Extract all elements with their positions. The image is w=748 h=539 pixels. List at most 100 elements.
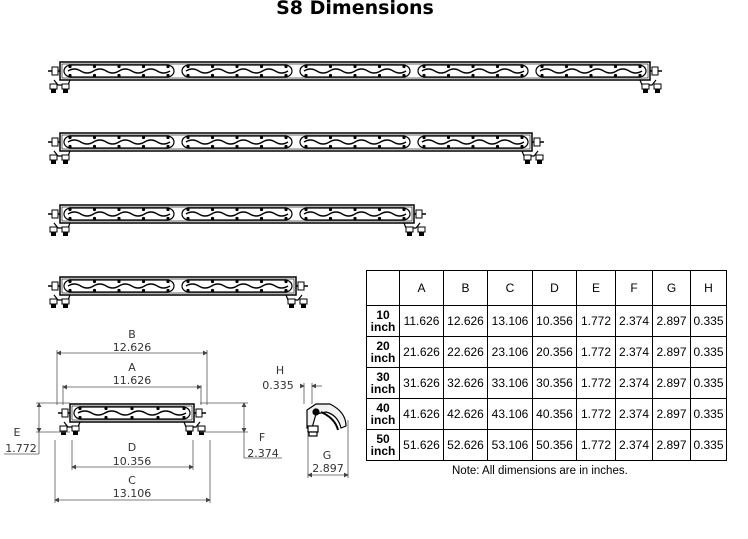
dimension-label-c: C 13.106	[113, 474, 152, 500]
size-value: 40	[376, 401, 390, 415]
value-cell: 52.626	[443, 429, 488, 461]
value-cell: 51.626	[399, 429, 444, 461]
value-cell: 11.626	[399, 305, 444, 337]
size-value: 20	[376, 339, 390, 353]
light-bar	[48, 204, 426, 236]
value-cell: 0.335	[690, 429, 727, 461]
header-e: E	[576, 270, 616, 306]
value-cell: 0.335	[690, 398, 727, 430]
dimension-label-g: G 2.897	[312, 449, 344, 475]
header-b: B	[443, 270, 488, 306]
size-unit: inch	[370, 444, 396, 458]
dim-letter-f: F	[259, 431, 265, 444]
dim-value-h: 0.335	[262, 379, 294, 392]
value-cell: 2.374	[615, 398, 653, 430]
size-value: 10	[376, 308, 390, 322]
value-cell: 22.626	[443, 336, 488, 368]
light-bar	[48, 61, 662, 93]
dim-letter-c: C	[128, 474, 136, 487]
size-value: 30	[376, 370, 390, 384]
value-cell: 30.356	[532, 367, 577, 399]
dim-value-c: 13.106	[113, 487, 152, 500]
value-cell: 12.626	[443, 305, 488, 337]
size-unit: inch	[370, 413, 396, 427]
header-c: C	[487, 270, 533, 306]
size-unit: inch	[370, 382, 396, 396]
dim-value-d: 10.356	[113, 455, 152, 468]
dim-letter-b: B	[128, 328, 136, 341]
dim-value-f: 2.374	[247, 447, 279, 460]
dim-value-a: 11.626	[113, 374, 152, 387]
value-cell: 2.374	[615, 305, 653, 337]
page-title: S8 Dimensions	[276, 0, 434, 19]
detail-light-bar	[58, 403, 206, 435]
dim-letter-e: E	[14, 426, 21, 439]
header-h: H	[690, 270, 727, 306]
dimension-label-d: D 10.356	[113, 441, 152, 468]
light-bar	[58, 403, 206, 435]
value-cell: 1.772	[576, 398, 616, 430]
dim-value-g: 2.897	[312, 462, 344, 475]
value-cell: 2.897	[652, 305, 691, 337]
value-cell: 0.335	[690, 305, 727, 337]
dimension-label-b: B 12.626	[113, 328, 152, 354]
header-f: F	[615, 270, 653, 306]
value-cell: 32.626	[443, 367, 488, 399]
value-cell: 2.897	[652, 336, 691, 368]
value-cell: 0.335	[690, 336, 727, 368]
value-cell: 31.626	[399, 367, 444, 399]
size-unit: inch	[370, 351, 396, 365]
value-cell: 42.626	[443, 398, 488, 430]
dim-value-b: 12.626	[113, 341, 152, 354]
value-cell: 1.772	[576, 367, 616, 399]
value-cell: 50.356	[532, 429, 577, 461]
value-cell: 13.106	[487, 305, 533, 337]
table-header-row: A B C D E F G H	[366, 270, 727, 306]
value-cell: 2.897	[652, 429, 691, 461]
value-cell: 20.356	[532, 336, 577, 368]
dim-letter-h: H	[276, 364, 284, 377]
dim-value-e: 1.772	[5, 442, 37, 455]
value-cell: 43.106	[487, 398, 533, 430]
header-g: G	[652, 270, 691, 306]
value-cell: 2.897	[652, 367, 691, 399]
header-d: D	[532, 270, 577, 306]
value-cell: 53.106	[487, 429, 533, 461]
value-cell: 23.106	[487, 336, 533, 368]
dimension-label-e: E 1.772	[5, 426, 37, 455]
value-cell: 1.772	[576, 429, 616, 461]
dim-letter-g: G	[323, 449, 332, 462]
dim-letter-a: A	[128, 361, 136, 374]
light-bars-layer	[48, 61, 662, 308]
value-cell: 10.356	[532, 305, 577, 337]
size-unit: inch	[370, 320, 396, 334]
value-cell: 33.106	[487, 367, 533, 399]
light-bar	[48, 132, 544, 164]
dimension-label-h: H 0.335	[262, 364, 294, 392]
value-cell: 0.335	[690, 367, 727, 399]
header-corner	[366, 270, 400, 306]
value-cell: 1.772	[576, 336, 616, 368]
value-cell: 41.626	[399, 398, 444, 430]
value-cell: 40.356	[532, 398, 577, 430]
header-a: A	[399, 270, 444, 306]
dimension-lines	[4, 350, 349, 503]
units-note: Note: All dimensions are in inches.	[452, 465, 628, 477]
value-cell: 2.374	[615, 367, 653, 399]
dimension-label-a: A 11.626	[113, 361, 152, 387]
dim-letter-d: D	[128, 441, 136, 454]
side-profile-bracket	[306, 403, 347, 437]
